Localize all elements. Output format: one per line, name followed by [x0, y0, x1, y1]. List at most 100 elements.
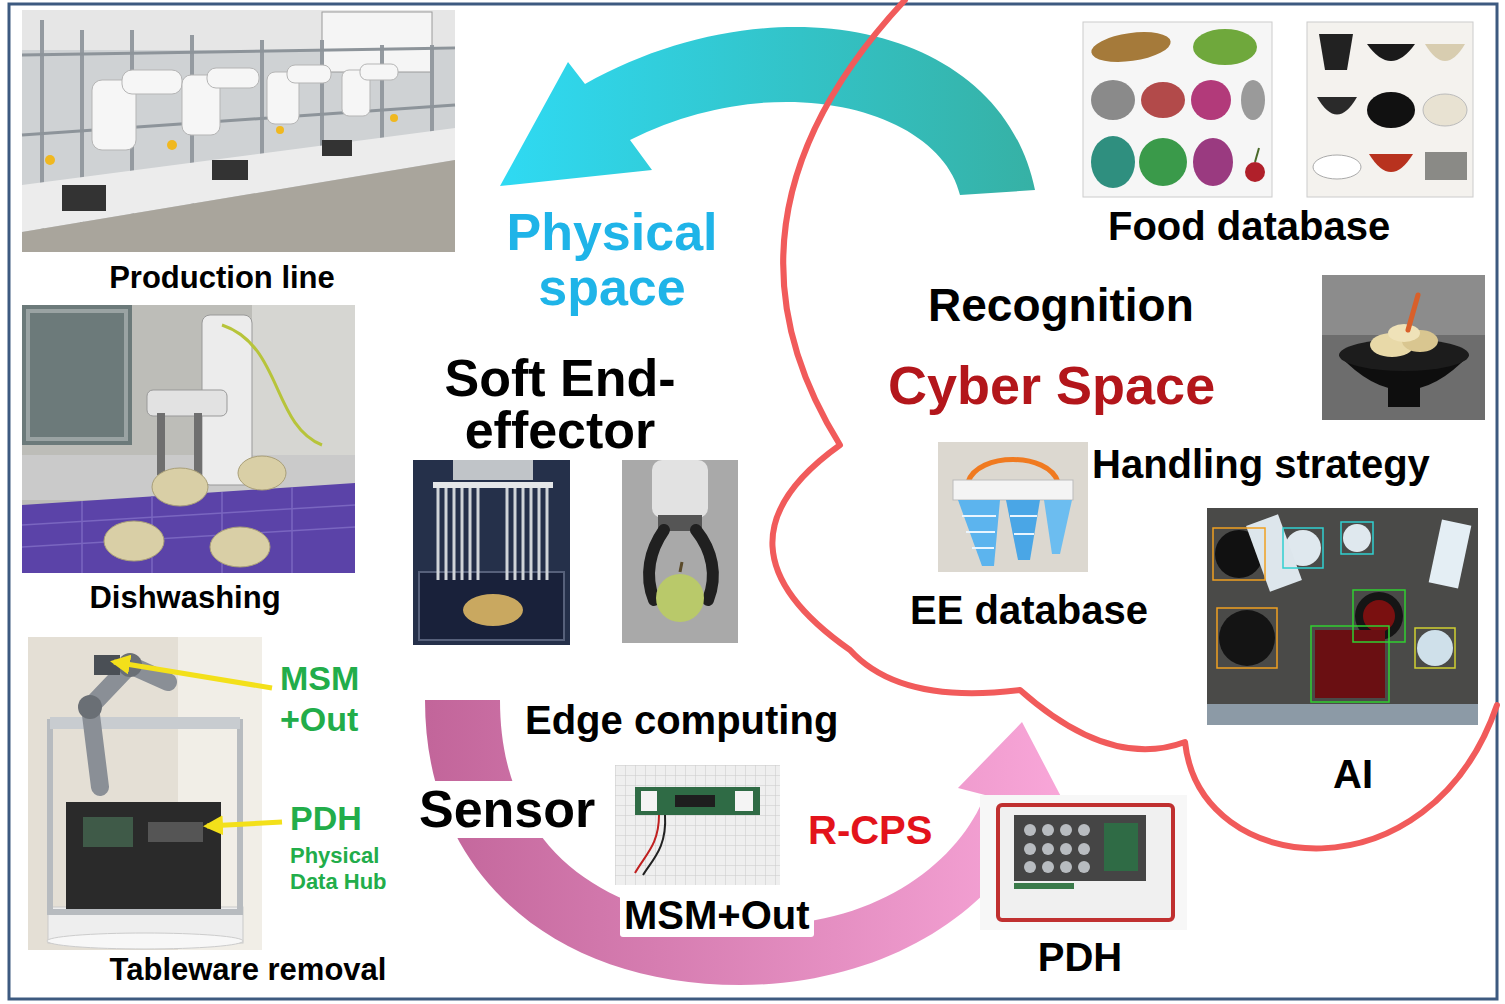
- dishwashing-photo: [104, 456, 286, 567]
- photo-caption: Tableware removal: [110, 953, 387, 987]
- physical-data-hub-picture: [1104, 823, 1138, 871]
- physical-data-hub-picture: [980, 795, 1187, 930]
- picture-caption: Food database: [1108, 204, 1390, 248]
- dishwashing-photo: [22, 305, 355, 573]
- production-line-photo: [390, 114, 398, 122]
- physical-data-hub-picture: [1042, 861, 1054, 873]
- tableware-removal-photo: [148, 822, 203, 842]
- ee-database-picture: [962, 516, 1037, 548]
- production-line-photo: [122, 70, 182, 94]
- handling-strategy-picture: [1388, 387, 1420, 407]
- ee-database-picture: [1014, 533, 1034, 535]
- end-effector-photo: [413, 460, 570, 645]
- production-line-photo: [287, 65, 331, 83]
- end-effector-photo: [652, 460, 708, 518]
- end-effector-photo: [522, 485, 525, 580]
- food-database-picture: [1089, 28, 1172, 67]
- food-database-picture: [1193, 138, 1233, 186]
- end-effector-photo: [438, 485, 547, 580]
- cyber-space-cloud: Cyber Space: [770, 0, 1505, 880]
- dishwashing-photo: [28, 311, 126, 439]
- ee-database-picture: [953, 480, 1073, 500]
- end-effector-photo: [656, 574, 704, 622]
- ee-database-picture: [1010, 515, 1037, 517]
- tableware-database-picture: [1367, 92, 1415, 128]
- production-line-photo: [322, 12, 432, 72]
- physical-data-hub-picture: [1078, 843, 1090, 855]
- ee-database-picture: [1044, 500, 1072, 554]
- end-effector-photo: [477, 485, 480, 580]
- tableware-removal-photo: [50, 722, 240, 912]
- tableware-database-picture: [1367, 44, 1415, 61]
- handling-strategy-picture: [1322, 275, 1485, 420]
- ai-detection-picture: [1353, 590, 1405, 642]
- ai-detection-picture: [1415, 628, 1455, 668]
- frame: [9, 4, 1497, 999]
- dishwashing-photo: [157, 413, 165, 475]
- photo-caption: Production line: [109, 261, 335, 295]
- picture-caption: AI: [1333, 752, 1373, 796]
- pink-arrow: [425, 700, 1068, 985]
- leader-arrow: [207, 822, 282, 826]
- production-line-photo: [212, 160, 248, 180]
- production-line-photo: [322, 140, 352, 156]
- physical-data-hub-picture: [1014, 815, 1146, 881]
- ai-detection-picture: [1213, 528, 1265, 580]
- ee-database-picture: [962, 515, 996, 517]
- dishwashing-photo: [81, 501, 83, 573]
- production-line-photo: [22, 10, 455, 252]
- part-label: PDH: [290, 800, 362, 837]
- physical-data-hub-picture: [998, 805, 1173, 920]
- dishwashing-photo: [22, 305, 132, 445]
- dishwashing-photo: [22, 505, 355, 525]
- handling-strategy-picture: [1408, 295, 1418, 330]
- end-effector-photo: [622, 460, 738, 643]
- physical-data-hub-picture: [1024, 861, 1036, 873]
- tableware-removal-photo: [83, 817, 133, 847]
- physical-data-hub-picture: [980, 795, 1187, 930]
- ai-detection-picture: [1213, 522, 1455, 702]
- leader-arrow: [114, 662, 282, 826]
- dishwashing-photo: [291, 487, 293, 573]
- ai-detection-picture: [1363, 600, 1395, 632]
- end-effector-photo: [445, 485, 448, 580]
- food-database-picture: [1091, 80, 1135, 120]
- dishwashing-photo: [22, 305, 355, 573]
- ai-detection-picture: [1417, 630, 1453, 666]
- food-database-picture: [1139, 138, 1187, 186]
- physical-data-hub-picture: [1078, 824, 1090, 836]
- dishwashing-photo: [194, 413, 202, 475]
- production-line-photo: [62, 185, 106, 211]
- physical-data-hub-picture: [1024, 824, 1090, 873]
- dishwashing-photo: [104, 521, 164, 561]
- dishwashing-photo: [152, 468, 208, 506]
- production-line-photo: [167, 140, 177, 150]
- ai-detection-picture: [1207, 704, 1478, 725]
- physical-data-hub-picture: [1042, 843, 1054, 855]
- sensor-board-picture: [615, 765, 780, 885]
- production-line-photo: [92, 64, 398, 150]
- production-line-photo: [22, 10, 455, 252]
- ai-detection-picture: [1283, 528, 1323, 568]
- end-effector-photo: [680, 562, 682, 572]
- production-line-photo: [45, 155, 55, 165]
- tableware-database-picture: [1317, 97, 1357, 115]
- end-effector-photo: [461, 485, 464, 580]
- tableware-removal-photo: [50, 717, 240, 729]
- region-title: Cyber Space: [888, 356, 1215, 415]
- tableware-removal-photo: [90, 665, 168, 787]
- end-effector-photo: [413, 460, 570, 645]
- end-effector-photo: [530, 485, 533, 580]
- production-line-photo: [276, 126, 284, 134]
- ai-detection-picture: [1341, 522, 1373, 554]
- food-database-picture: [1083, 22, 1272, 197]
- cyan-arrow: [500, 27, 1035, 195]
- physical-data-hub-picture: [1042, 824, 1054, 836]
- ee-database-picture: [938, 442, 1088, 572]
- end-effector-photo: [463, 594, 523, 626]
- section-title: Recognition: [928, 280, 1194, 331]
- end-effector-photo: [437, 485, 440, 580]
- sensor-board-picture: [635, 815, 659, 873]
- sensor-board-picture: [643, 815, 665, 875]
